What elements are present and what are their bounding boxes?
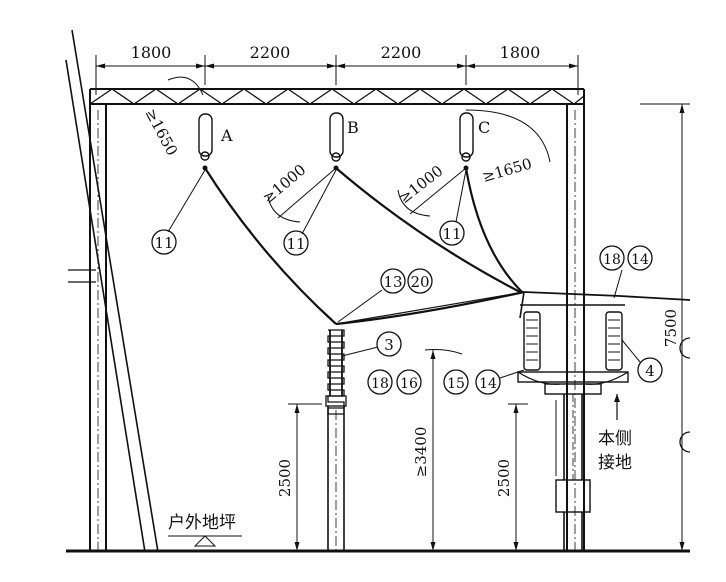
callout-base-row: 18 16 15 14	[367, 369, 525, 395]
right-equipment-stand: 本侧 接地	[517, 304, 632, 551]
svg-text:≥1000: ≥1000	[395, 162, 446, 207]
svg-text:4: 4	[645, 362, 655, 380]
phase-a-label: A	[220, 126, 233, 145]
svg-text:≥3400: ≥3400	[412, 427, 430, 478]
local-ground-label-2: 接地	[598, 453, 632, 473]
adjacent-structure-lines	[65, 29, 159, 553]
svg-text:20: 20	[410, 273, 429, 291]
local-ground-label-1: 本侧	[598, 429, 632, 449]
callout-right-device: 4	[621, 339, 663, 383]
span-1-dimension: 1800	[131, 43, 172, 62]
ground-line: 户外地坪	[66, 513, 690, 553]
span-2-dimension: 2200	[250, 43, 291, 62]
right-column	[566, 89, 585, 552]
svg-text:7500: 7500	[662, 309, 680, 347]
svg-text:≥1650: ≥1650	[480, 155, 534, 186]
phase-c-label: C	[478, 118, 490, 137]
svg-text:11: 11	[154, 234, 173, 252]
insulator-c: C	[459, 112, 490, 171]
callout-insulator-a: 11	[151, 169, 206, 255]
svg-text:≥1000: ≥1000	[259, 161, 309, 207]
arrester-post	[327, 406, 345, 551]
height-dimension-total: 7500	[640, 103, 691, 551]
svg-text:18: 18	[371, 376, 389, 392]
surge-arrester	[325, 329, 347, 415]
span-4-dimension: 1800	[500, 43, 541, 62]
svg-text:16: 16	[400, 376, 418, 392]
insulator-b: B	[329, 112, 359, 171]
span-3-dimension: 2200	[381, 43, 422, 62]
svg-text:11: 11	[442, 225, 461, 243]
svg-text:15: 15	[447, 376, 465, 392]
svg-text:2500: 2500	[276, 459, 294, 497]
svg-text:18: 18	[603, 252, 621, 268]
svg-text:3: 3	[384, 336, 394, 354]
callout-top-right: 18 14	[599, 245, 653, 299]
insulator-a: A	[198, 113, 233, 171]
callout-insulator-c: 11	[439, 169, 467, 246]
callout-arrester: 3	[341, 331, 402, 357]
top-dimension-chain: 1800 2200 2200 1800	[95, 43, 579, 95]
callout-insulator-b: 11	[283, 169, 337, 256]
clearance-c-left: ≥1000	[395, 162, 467, 217]
svg-text:14: 14	[479, 376, 497, 392]
svg-text:13: 13	[383, 273, 402, 291]
conductors	[204, 167, 691, 326]
outdoor-ground-label: 户外地坪	[168, 513, 236, 533]
height-dimension-arrester: ≥3400	[412, 349, 463, 551]
height-dimension-left: 2500	[276, 403, 322, 551]
svg-text:14: 14	[631, 252, 649, 268]
svg-text:11: 11	[286, 235, 305, 253]
height-dimension-right: 2500	[495, 403, 528, 551]
svg-text:2500: 2500	[495, 459, 513, 497]
phase-b-label: B	[347, 118, 359, 137]
svg-text:≥1650: ≥1650	[141, 105, 181, 158]
callout-junction: 13 20	[337, 268, 433, 323]
gantry-truss	[89, 88, 585, 105]
